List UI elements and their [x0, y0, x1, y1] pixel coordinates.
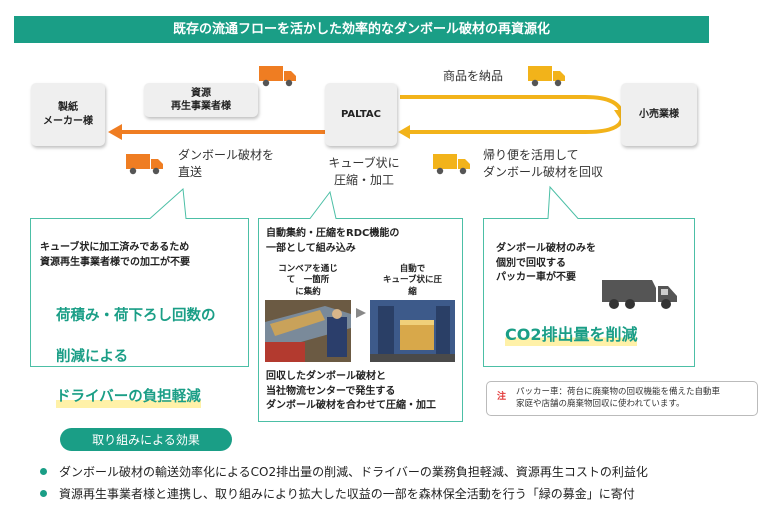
direct-ship-arrowhead	[108, 124, 122, 140]
callout-right-frame	[483, 185, 695, 367]
right-box-headline: CO2排出量を削減	[505, 324, 638, 347]
left-box-text: キューブ状に加工済みであるため 資源再生事業者様での加工が不要	[40, 242, 190, 268]
effects-label: 取り組みによる効果	[60, 428, 232, 451]
left-box-headline: 荷積み・荷下ろし回数の 削減による ドライバーの負担軽減	[56, 286, 216, 408]
conveyor-photo: コンベアを通じ て 一箇所 に集約	[265, 262, 351, 362]
truck-icon	[126, 154, 163, 175]
node-retailer: 小売業様	[621, 83, 697, 146]
label-deliver-goods: 商品を納品	[443, 69, 504, 83]
label-compress: キューブ状に 圧縮・加工	[328, 156, 400, 187]
compressor-photo-caption: 自動で キューブ状に圧 縮	[383, 264, 442, 297]
effect-item-text: ダンボール破材の輸送効率化によるCO2排出量の削減、ドライバーの業務負担軽減、資…	[59, 465, 648, 479]
effect-item-text: 資源再生事業者様と連携し、取り組みにより拡大した収益の一部を森林保全活動を行う「…	[59, 487, 635, 501]
truck-icon	[259, 66, 296, 87]
effect-item: ダンボール破材の輸送効率化によるCO2排出量の削減、ドライバーの業務負担軽減、資…	[40, 463, 648, 480]
page-title: 既存の流通フローを活かした効率的なダンボール破材の再資源化	[14, 16, 709, 43]
conveyor-photo-art	[265, 300, 351, 362]
left-headline-line2: 削減による	[56, 348, 129, 365]
label-backhaul: 帰り便を活用して ダンボール破材を回収	[483, 148, 604, 179]
note-text: パッカー車：荷台に廃棄物の回収機能を備えた自動車 家庭や店舗の廃棄物回収に使われ…	[516, 387, 721, 409]
conveyor-photo-caption: コンベアを通じ て 一箇所 に集約	[278, 264, 338, 297]
compressor-photo: 自動で キューブ状に圧 縮	[370, 262, 455, 362]
effect-item: 資源再生事業者様と連携し、取り組みにより拡大した収益の一部を森林保全活動を行う「…	[40, 485, 635, 502]
bullet-icon	[40, 490, 47, 497]
node-paper-maker: 製紙 メーカー様	[31, 83, 105, 146]
bullet-icon	[40, 468, 47, 475]
middle-box-heading: 自動集約・圧縮をRDC機能の 一部として組み込み	[266, 228, 400, 254]
truck-icon	[528, 66, 565, 87]
compressor-photo-art	[370, 300, 455, 362]
arrow-right-icon	[356, 308, 366, 318]
node-paltac: PALTAC	[325, 83, 397, 146]
truck-icon	[433, 154, 470, 175]
right-box-text: ダンボール破材のみを 個別で回収する パッカー車が不要	[496, 243, 596, 283]
label-direct-ship: ダンボール破材を 直送	[178, 148, 275, 179]
callout-middle-frame	[258, 190, 463, 422]
middle-box-footer: 回収したダンボール破材と 当社物流センターで発生する ダンボール破材を合わせて圧…	[266, 371, 436, 411]
note-box: 注 パッカー車：荷台に廃棄物の回収機能を備えた自動車 家庭や店舗の廃棄物回収に使…	[486, 381, 758, 416]
left-headline-line1: 荷積み・荷下ろし回数の	[56, 308, 216, 325]
compressor-caption-bg	[370, 262, 455, 300]
packer-truck-icon	[602, 280, 677, 309]
callout-left-frame	[30, 187, 249, 367]
node-recycler: 資源 再生事業者様	[144, 83, 258, 117]
backhaul-arrowhead	[398, 125, 410, 139]
note-mark: 注	[497, 392, 507, 402]
left-headline-line3: ドライバーの負担軽減	[56, 387, 201, 408]
